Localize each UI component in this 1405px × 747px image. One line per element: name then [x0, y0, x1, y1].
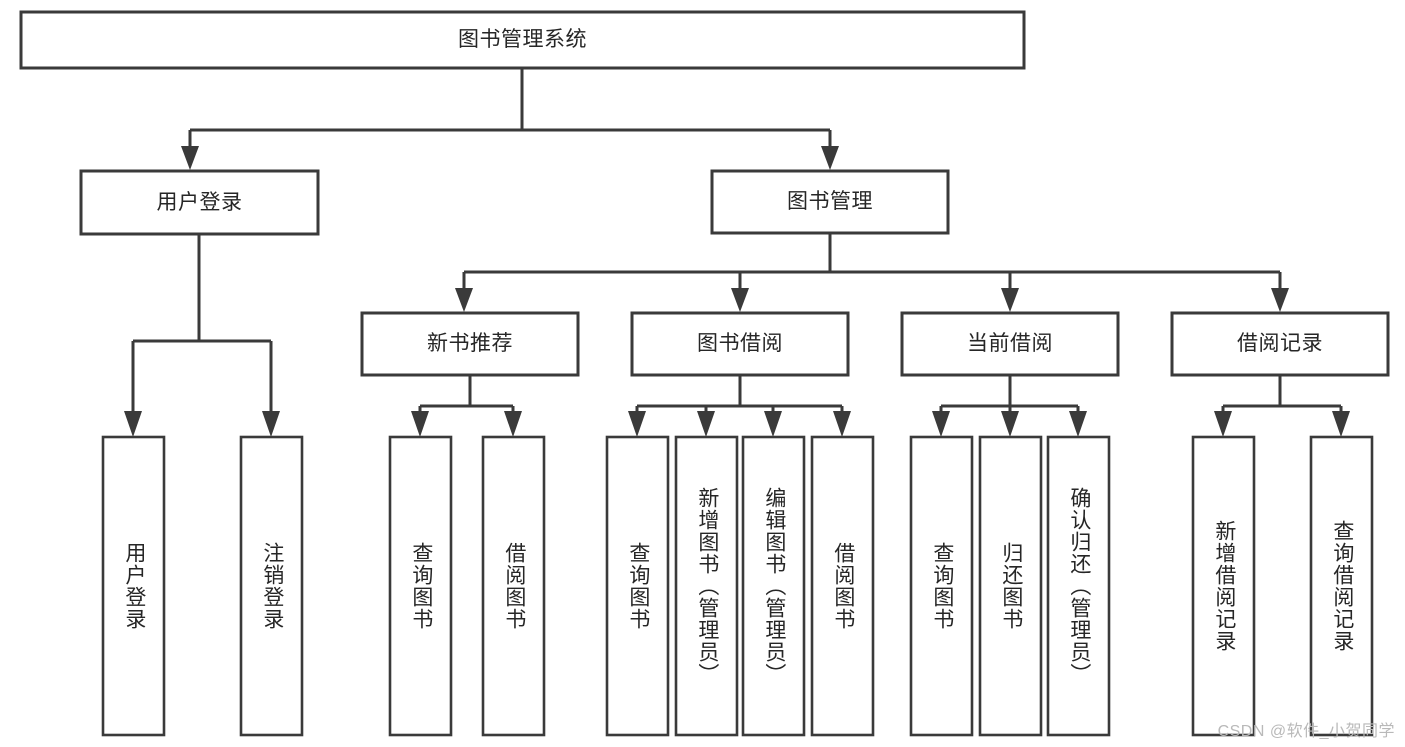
arrow-head-icon — [504, 411, 522, 437]
arrow-head-icon — [1001, 288, 1019, 312]
arrow-head-icon — [932, 411, 950, 437]
edge-group-root — [181, 68, 839, 170]
arrow-head-icon — [1271, 288, 1289, 312]
arrow-head-icon — [731, 288, 749, 312]
arrow-head-icon — [764, 411, 782, 437]
node-box-leaf-query-record[interactable] — [1309, 435, 1374, 737]
node-box-leaf-borrow-book-1[interactable] — [481, 435, 546, 737]
arrow-head-icon — [411, 411, 429, 437]
arrow-head-icon — [1332, 411, 1350, 437]
node-box-leaf-query-book-2[interactable] — [605, 435, 670, 737]
edge-group-current-borrow — [932, 375, 1087, 437]
edge-group-new-book-recommend — [411, 375, 522, 437]
arrow-head-icon — [628, 411, 646, 437]
node-box-borrow-record[interactable] — [1170, 311, 1390, 377]
node-box-current-borrow[interactable] — [900, 311, 1120, 377]
node-box-user-login[interactable] — [79, 169, 320, 236]
watermark-text: CSDN @软件_小贺同学 — [1217, 723, 1395, 740]
node-box-leaf-user-login[interactable] — [101, 435, 166, 737]
node-box-leaf-user-logout[interactable] — [239, 435, 304, 737]
edge-group-user-login — [124, 234, 280, 437]
arrow-head-icon — [124, 411, 142, 437]
node-box-leaf-query-book-1[interactable] — [388, 435, 453, 737]
node-box-leaf-borrow-book-2[interactable] — [810, 435, 875, 737]
node-box-leaf-return-book[interactable] — [978, 435, 1043, 737]
arrow-head-icon — [1069, 411, 1087, 437]
node-box-root[interactable] — [19, 10, 1026, 70]
edge-group-book-borrow — [628, 375, 851, 437]
node-box-new-book-recommend[interactable] — [360, 311, 580, 377]
arrow-head-icon — [1214, 411, 1232, 437]
node-box-leaf-confirm-return[interactable] — [1046, 435, 1111, 737]
node-box-leaf-query-book-3[interactable] — [909, 435, 974, 737]
arrow-head-icon — [262, 411, 280, 437]
node-box-book-borrow[interactable] — [630, 311, 850, 377]
arrow-head-icon — [833, 411, 851, 437]
arrow-head-icon — [181, 146, 199, 170]
node-box-leaf-add-book[interactable] — [674, 435, 739, 737]
node-box-leaf-edit-book[interactable] — [741, 435, 806, 737]
arrow-head-icon — [1001, 411, 1019, 437]
arrow-head-icon — [697, 411, 715, 437]
arrow-head-icon — [455, 288, 473, 312]
arrow-head-icon — [821, 146, 839, 170]
node-box-book-management[interactable] — [710, 169, 950, 235]
edge-group-borrow-record — [1214, 375, 1350, 437]
node-box-leaf-add-record[interactable] — [1191, 435, 1256, 737]
edge-group-book-management — [455, 233, 1289, 312]
